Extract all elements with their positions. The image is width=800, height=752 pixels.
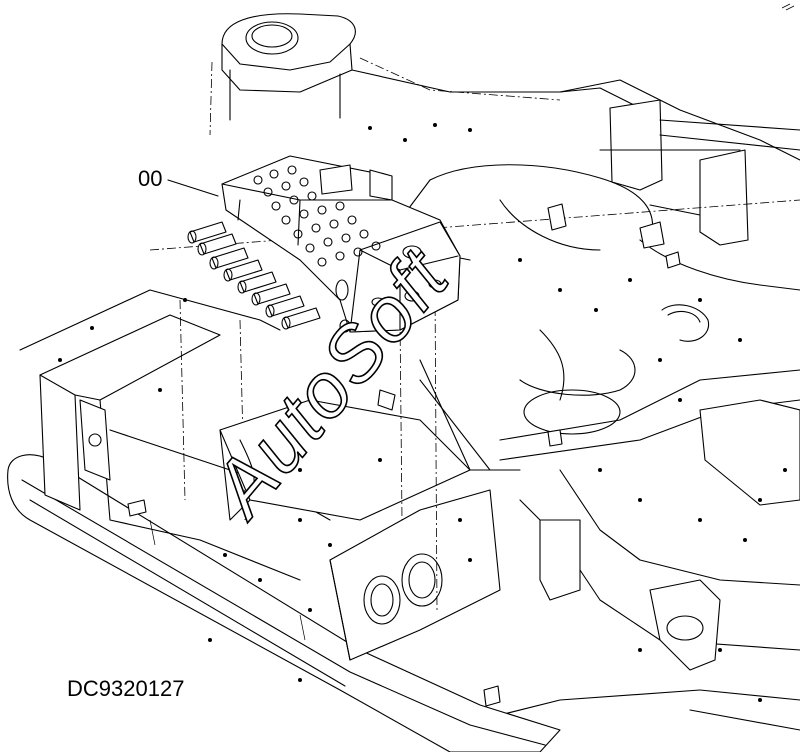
upper-frame: [149, 69, 800, 461]
control-valve: [187, 155, 461, 333]
right-frame: [479, 399, 800, 731]
corner-mark: [781, 3, 795, 11]
valve-spools: [187, 221, 321, 330]
drawing-code: DC9320127: [67, 676, 185, 701]
callout-leader: [167, 179, 219, 197]
valve-ports: [253, 165, 381, 267]
counterweight: [7, 454, 561, 752]
mounting-holes: [58, 123, 787, 702]
brackets: [127, 203, 710, 707]
part-callout-label: 00: [138, 166, 163, 191]
center-bracket: [219, 289, 521, 661]
boom-mount: [209, 13, 561, 136]
